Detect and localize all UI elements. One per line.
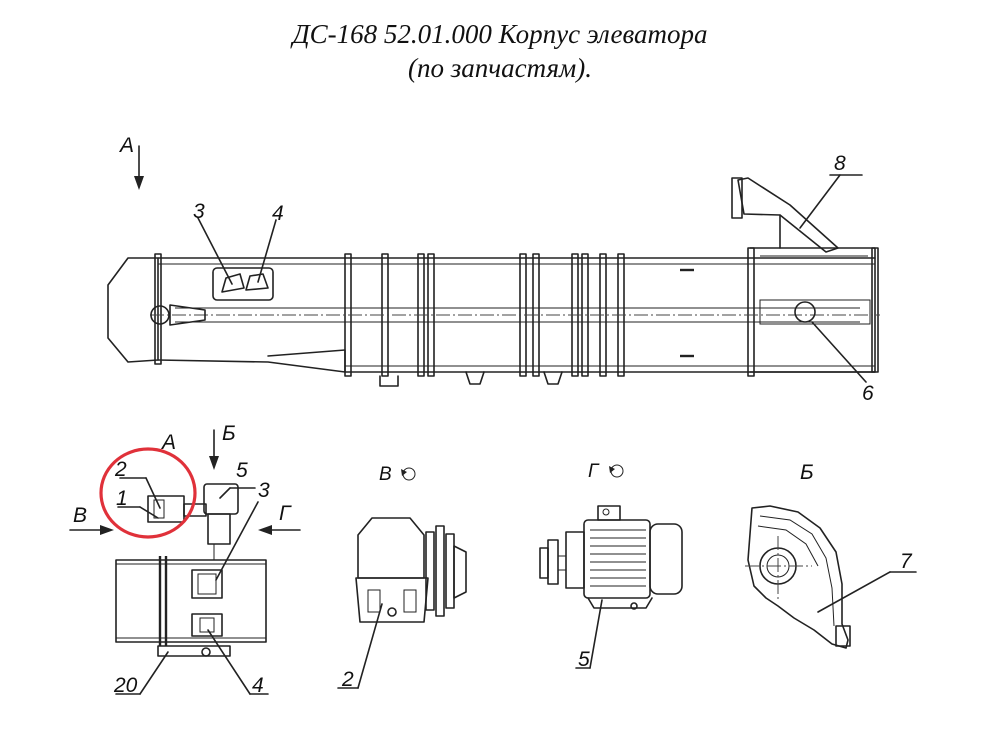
detail-casing <box>115 559 267 643</box>
motor-terminal-box <box>597 505 621 521</box>
part-20-bracket <box>157 645 231 657</box>
rotation-symbol-g <box>610 464 624 478</box>
view-b-head: Б 7 <box>745 461 917 649</box>
gearbox-body <box>147 495 185 523</box>
drawing-subtitle: (по запчастям). <box>408 53 592 83</box>
head-hood <box>747 505 849 649</box>
gearbox-upper <box>357 517 425 579</box>
motor-pulley <box>547 539 559 585</box>
view-arrow-a-head <box>134 176 144 190</box>
pulley-rim-3 <box>445 533 455 609</box>
boot-section <box>107 257 159 363</box>
detail-view-a: А Б В Г <box>69 422 301 697</box>
view-label-b-arrow: Б <box>222 422 236 445</box>
view-label-a-top: А <box>118 134 134 157</box>
head-pulley <box>794 301 816 323</box>
head-section <box>749 247 876 373</box>
callout-5-view-g: 5 <box>578 648 590 671</box>
callout-3-detail: 3 <box>258 479 270 502</box>
callout-2-detail: 2 <box>114 458 127 481</box>
support-foot-1 <box>379 375 399 387</box>
part-4-detail <box>191 613 223 637</box>
rotation-symbol-v <box>402 467 416 481</box>
support-foot-3 <box>543 371 563 385</box>
callout-1-detail: 1 <box>116 487 128 510</box>
callout-3-main: 3 <box>193 200 205 223</box>
tail-pulley <box>150 305 170 325</box>
part-4-main <box>245 273 269 291</box>
elevator-housing-main-view: А <box>107 134 880 405</box>
callout-20: 20 <box>113 674 138 697</box>
view-label-v: В <box>379 464 392 485</box>
view-g-motor: Г 5 <box>539 461 683 671</box>
view-v-gearbox: В 2 <box>337 464 467 691</box>
tail-pulley-hub <box>169 304 206 326</box>
callout-6: 6 <box>862 382 874 405</box>
drawing-title: ДС-168 52.01.000 Корпус элеватора <box>292 19 708 49</box>
callout-4-main: 4 <box>272 202 284 225</box>
motor-fan-cover <box>649 523 683 595</box>
pulley-rim-2 <box>435 525 445 617</box>
support-foot-2 <box>465 371 485 385</box>
view-label-g-arrow: Г <box>279 502 292 525</box>
callout-4-detail: 4 <box>252 674 264 697</box>
part-3-main <box>221 273 245 293</box>
boot-hopper <box>157 349 346 373</box>
callout-2-view-v: 2 <box>341 668 354 691</box>
view-label-g: Г <box>588 461 600 482</box>
view-label-v-arrow: В <box>73 504 87 527</box>
discharge-chute <box>737 177 839 253</box>
pulley-rim-1 <box>425 531 435 611</box>
gearbox-lower <box>355 577 429 623</box>
view-label-a: А <box>160 431 176 454</box>
callout-5-detail: 5 <box>236 459 248 482</box>
view-label-b: Б <box>800 461 814 484</box>
inspection-hatch <box>212 267 274 301</box>
highlight-circle <box>99 447 197 539</box>
part-3-detail <box>191 569 223 599</box>
callout-7: 7 <box>900 550 913 573</box>
callout-8: 8 <box>834 152 846 175</box>
